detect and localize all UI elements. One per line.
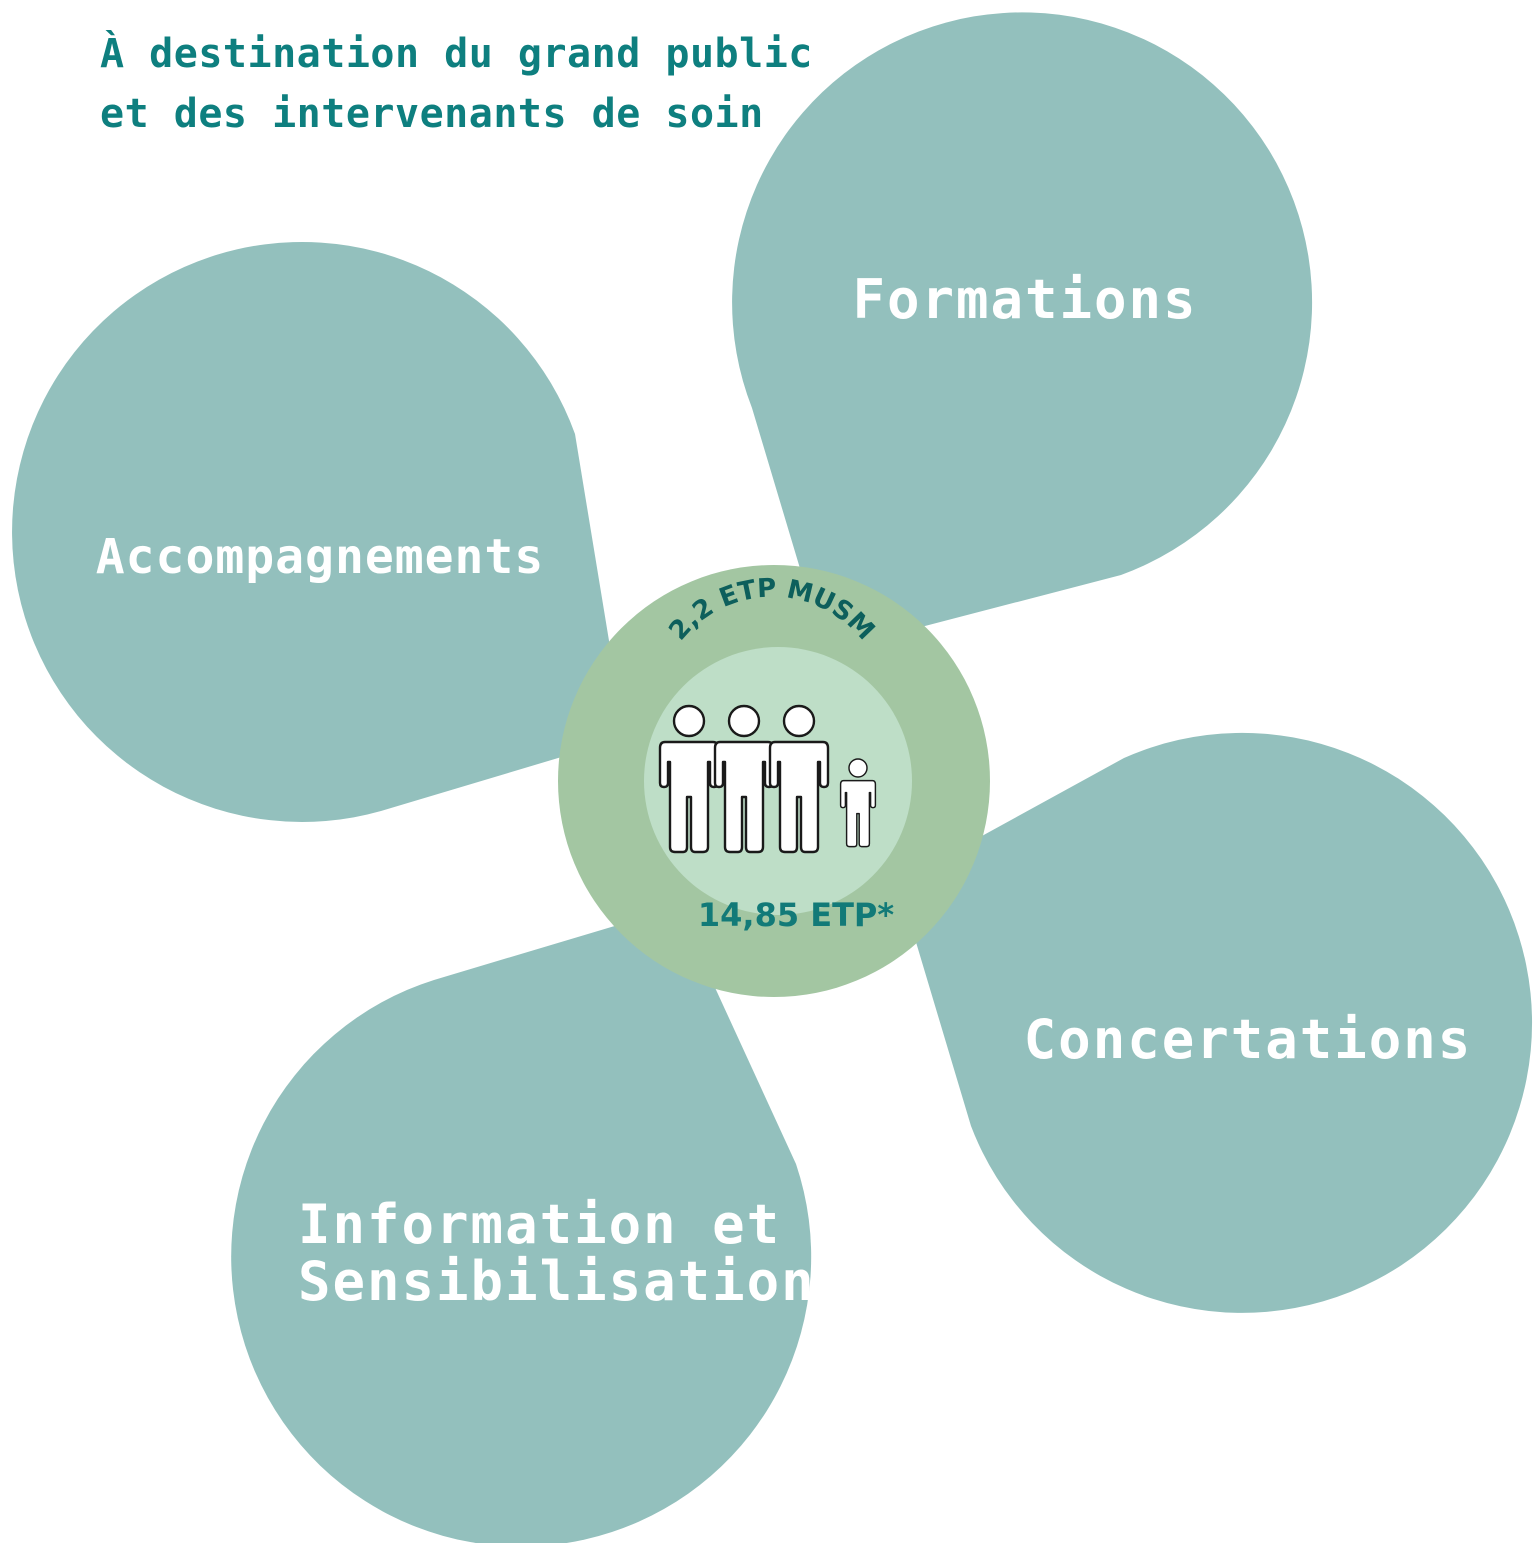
label-information-line-2: Sensibilisation [298,1250,816,1313]
adult-figure-icon [768,704,830,854]
petal-formations [732,12,1313,653]
petal-information [231,907,812,1543]
child-figure-icon [839,758,877,848]
adult-figure-icon [658,704,720,854]
label-formations: Formations [852,268,1197,331]
label-accompagnements: Accompagnements [96,529,544,585]
total-etp-label: 14,85 ETP* [698,896,895,934]
petal-concertations [898,732,1533,1313]
page-title: À destination du grand public et des int… [100,24,813,144]
label-information-line-1: Information et [298,1193,781,1256]
petal-accompagnements [12,241,625,822]
label-concertations: Concertations [1024,1008,1473,1071]
title-line-1: À destination du grand public [100,31,813,77]
family-people-icon [658,704,877,854]
title-line-2: et des intervenants de soin [100,91,764,137]
adult-figure-icon [713,704,775,854]
